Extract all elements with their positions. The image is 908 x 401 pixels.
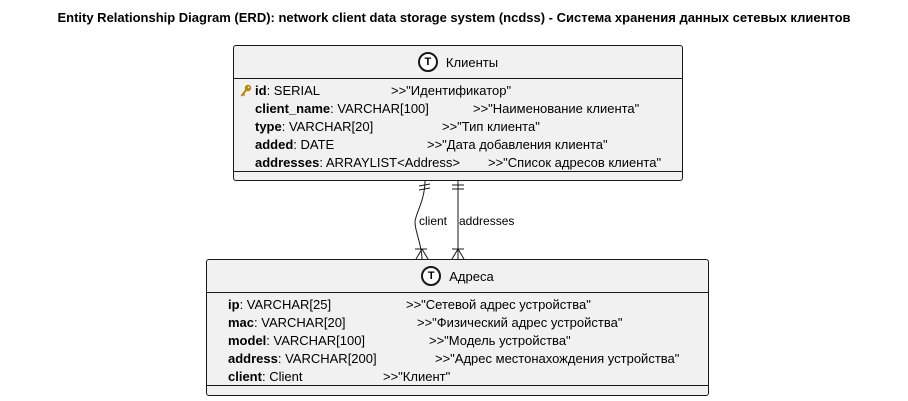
field-type: : VARCHAR[25] <box>239 297 332 312</box>
field-name: model <box>228 333 267 348</box>
entity-clients-fields: id: SERIAL >>"Идентификатор" client_name… <box>234 79 682 171</box>
entity-addresses-fields: ip: VARCHAR[25] >>"Сетевой адрес устройс… <box>207 293 708 385</box>
entity-clients-name: Клиенты <box>445 54 499 70</box>
field-comment: >>"Клиент" <box>383 369 451 384</box>
field-name: type <box>255 119 282 134</box>
relation-client-line <box>414 180 426 260</box>
relation-client-label: client <box>419 214 448 228</box>
relation-addresses-label: addresses <box>459 214 515 228</box>
table-icon: T <box>421 266 442 286</box>
field-name: addresses <box>255 155 320 170</box>
field-comment: >>"Идентификатор" <box>391 83 512 98</box>
entity-addresses[interactable]: T Адреса ip: VARCHAR[25] >>"Сетевой адре… <box>206 259 709 396</box>
field-type: : ARRAYLIST<Address> <box>319 155 460 170</box>
field-type: : VARCHAR[20] <box>281 119 374 134</box>
key-icon <box>240 84 252 97</box>
field-comment: >>"Адрес местонахождения устройства" <box>435 351 680 366</box>
field-type: : VARCHAR[20] <box>254 315 346 330</box>
table-icon: T <box>417 52 438 72</box>
field-comment: >>"Тип клиента" <box>442 119 540 134</box>
relation-addresses-one-marker <box>452 184 464 190</box>
field-type: : Client <box>261 369 303 384</box>
field-comment: >>"Дата добавления клиента" <box>427 137 608 152</box>
field-comment: >>"Наименование клиента" <box>473 101 640 116</box>
field-type: : VARCHAR[200] <box>277 351 377 366</box>
field-name: client <box>228 369 262 384</box>
field-name: ip <box>228 297 240 312</box>
entity-addresses-footer <box>207 385 708 386</box>
entity-clients-header: T Клиенты <box>234 46 682 79</box>
field-name: added <box>255 137 294 152</box>
field-name: id <box>255 83 267 98</box>
field-name: mac <box>228 315 255 330</box>
field-type: : VARCHAR[100] <box>266 333 366 348</box>
entity-addresses-header: T Адреса <box>207 260 708 293</box>
entity-addresses-name: Адреса <box>449 268 494 284</box>
relation-addresses-many-marker <box>451 248 465 260</box>
field-comment: >>"Модель устройства" <box>429 333 571 348</box>
field-type: : VARCHAR[100] <box>330 101 429 116</box>
field-comment: >>"Список адресов клиента" <box>488 155 662 170</box>
field-comment: >>"Сетевой адрес устройства" <box>406 297 591 312</box>
field-name: address <box>228 351 278 366</box>
diagram-title: Entity Relationship Diagram (ERD): netwo… <box>57 10 851 25</box>
relation-client-many-marker <box>415 248 429 260</box>
field-name: client_name <box>255 101 331 116</box>
field-type: : DATE <box>293 137 335 152</box>
field-type: : SERIAL <box>266 83 321 98</box>
entity-clients[interactable]: T Клиенты id: SERIAL >>"Идентификатор" c… <box>233 45 683 181</box>
relation-client-one-marker <box>418 183 431 191</box>
entity-clients-footer <box>234 171 682 172</box>
field-comment: >>"Физический адрес устройства" <box>417 315 623 330</box>
